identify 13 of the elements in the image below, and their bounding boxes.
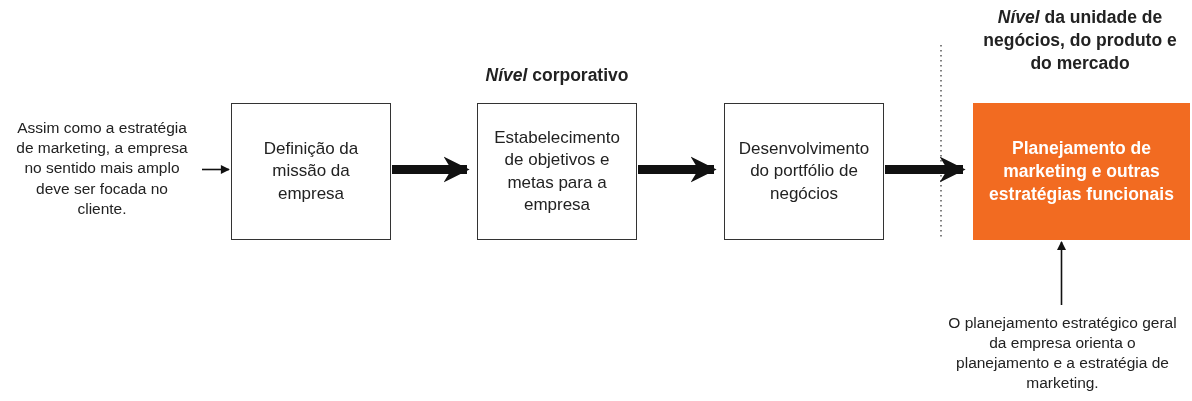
- level-heading: Nível corporativo: [484, 64, 630, 87]
- arrow: [201, 165, 230, 174]
- process-box: Definição da missão da empresa: [231, 103, 391, 240]
- level-heading: Nível da unidade de negócios, do produto e do mercado: [982, 6, 1178, 75]
- note-text: Assim como a estratégia de marketing, a empresa no sentido mais amplo deve ser focada no cliente.: [15, 118, 189, 219]
- thick-arrow: [885, 156, 966, 183]
- arrow: [1057, 241, 1066, 306]
- note-text: O planejamento estratégico geral da empresa orienta o planejamento e a estratégia de marketing.: [948, 312, 1177, 394]
- thick-arrow: [638, 156, 717, 183]
- thick-arrow: [392, 156, 470, 183]
- highlighted-box: Planejamento de marketing e outras estratégias funcionais: [973, 103, 1190, 240]
- process-box: Desenvolvimento do portfólio de negócios: [724, 103, 884, 240]
- process-box: Estabelecimento de objetivos e metas para a empresa: [477, 103, 637, 240]
